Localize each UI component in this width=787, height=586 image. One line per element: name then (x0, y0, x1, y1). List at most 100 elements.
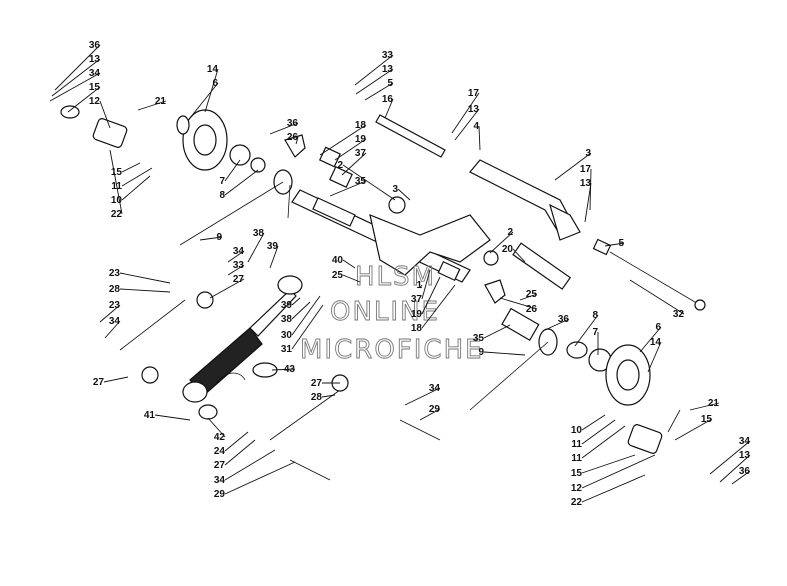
callout-leader-38 (291, 301, 311, 320)
spring-arm-right (469, 341, 549, 411)
callout-leader-6 (189, 82, 219, 119)
callout-label-34: 34 (89, 68, 101, 79)
callout-label-11: 11 (571, 453, 582, 464)
callout-leader-26 (295, 136, 299, 145)
callout-leader-15 (67, 86, 101, 113)
callout-label-29: 29 (429, 404, 441, 415)
bushing-37 (329, 166, 353, 188)
callout-leader-13 (51, 58, 101, 97)
callout-label-33: 33 (382, 50, 394, 61)
bushing-42 (198, 404, 218, 420)
cam-26b (484, 279, 506, 304)
bearing-7 (229, 144, 251, 166)
callout-leader-37 (421, 269, 431, 300)
callout-leader-13 (719, 454, 751, 483)
callout-label-38: 38 (253, 228, 265, 239)
callout-leader-35 (329, 180, 367, 197)
callout-leader-18 (421, 284, 456, 329)
upper-shaft (375, 114, 446, 158)
callout-label-3: 3 (585, 148, 591, 159)
callout-leader-15 (121, 162, 141, 173)
callout-label-31: 31 (281, 344, 293, 355)
callout-label-36: 36 (558, 314, 570, 325)
callout-leader-18 (319, 124, 367, 156)
watermark-line-2: ONLINE (330, 297, 440, 327)
callout-label-19: 19 (355, 134, 367, 145)
callout-label-15: 15 (571, 468, 583, 479)
callout-label-12: 12 (89, 96, 101, 107)
callout-leader-42 (207, 417, 226, 438)
callout-leader-27 (209, 278, 245, 299)
long-bolt-head (694, 299, 706, 311)
callout-leader-39 (269, 245, 279, 269)
watermark: HLSM ONLINE MICROFICHE (300, 262, 484, 366)
snap-ring-8b (566, 341, 588, 359)
callout-label-33: 33 (233, 260, 245, 271)
callout-label-2: 2 (337, 160, 343, 171)
callout-label-25: 25 (526, 289, 538, 300)
callout-leader-27 (224, 439, 256, 466)
callout-leader-8 (224, 169, 259, 196)
callout-leader-12 (99, 100, 111, 129)
callout-leader-23 (119, 272, 171, 284)
callout-label-10: 10 (111, 195, 123, 206)
shock-rod (249, 289, 297, 337)
callout-label-2: 2 (507, 227, 513, 238)
callout-label-5: 5 (387, 78, 393, 89)
bolt-21-right (667, 409, 681, 433)
callout-label-8: 8 (219, 190, 225, 201)
callout-leader-20 (512, 248, 526, 263)
bushing-2b (483, 250, 499, 266)
callout-label-14: 14 (207, 64, 219, 75)
callout-leader-3 (397, 188, 411, 201)
callout-leader-39 (291, 297, 301, 306)
callout-leader-22 (581, 474, 646, 503)
callout-label-34: 34 (233, 246, 245, 257)
callout-leader-38 (247, 232, 265, 263)
callout-leader-33 (354, 54, 394, 86)
callout-leader-34 (104, 320, 121, 339)
callout-label-7: 7 (219, 176, 225, 187)
callout-leader-37 (341, 152, 367, 176)
callout-leader-34 (404, 387, 441, 406)
callout-leader-33 (227, 264, 245, 276)
callout-label-27: 27 (311, 378, 323, 389)
callout-label-43: 43 (284, 364, 296, 375)
callout-leader-12 (581, 454, 656, 489)
callout-leader-9 (483, 351, 526, 356)
snap-ring-8 (250, 157, 266, 173)
callout-label-13: 13 (580, 178, 592, 189)
callout-leader-36 (731, 470, 751, 485)
callout-leader-29 (419, 408, 441, 421)
callout-label-36: 36 (739, 466, 751, 477)
shock-eye (182, 381, 208, 403)
callout-leader-31 (291, 304, 324, 350)
callout-label-40: 40 (332, 255, 344, 266)
bolt-28-left (119, 299, 186, 351)
idler-wheel-right-hub (616, 359, 640, 391)
watermark-line-1: HLSM (355, 262, 436, 292)
callout-leader-32 (629, 279, 685, 315)
bracket-plate (549, 203, 581, 241)
callout-leader-27 (103, 376, 129, 383)
callout-label-34: 34 (739, 436, 751, 447)
callout-leader-26 (499, 297, 538, 310)
callout-label-3: 3 (392, 184, 398, 195)
callout-label-23: 23 (109, 300, 121, 311)
callout-label-39: 39 (267, 241, 279, 252)
callout-label-15: 15 (701, 414, 713, 425)
bushing-27a (196, 291, 214, 309)
callout-leader-15 (581, 454, 636, 474)
callout-leader-19 (334, 138, 367, 161)
callout-label-20: 20 (502, 244, 514, 255)
callout-leader-2 (489, 231, 514, 254)
callout-label-36: 36 (89, 40, 101, 51)
callout-label-41: 41 (144, 410, 156, 421)
callout-leader-43 (271, 368, 296, 371)
callout-label-17: 17 (580, 164, 592, 175)
watermark-line-3: MICROFICHE (300, 335, 484, 365)
callout-leader-11 (581, 425, 626, 459)
callout-label-23: 23 (109, 268, 121, 279)
callout-leader-13 (584, 182, 592, 223)
callout-label-35: 35 (473, 333, 485, 344)
